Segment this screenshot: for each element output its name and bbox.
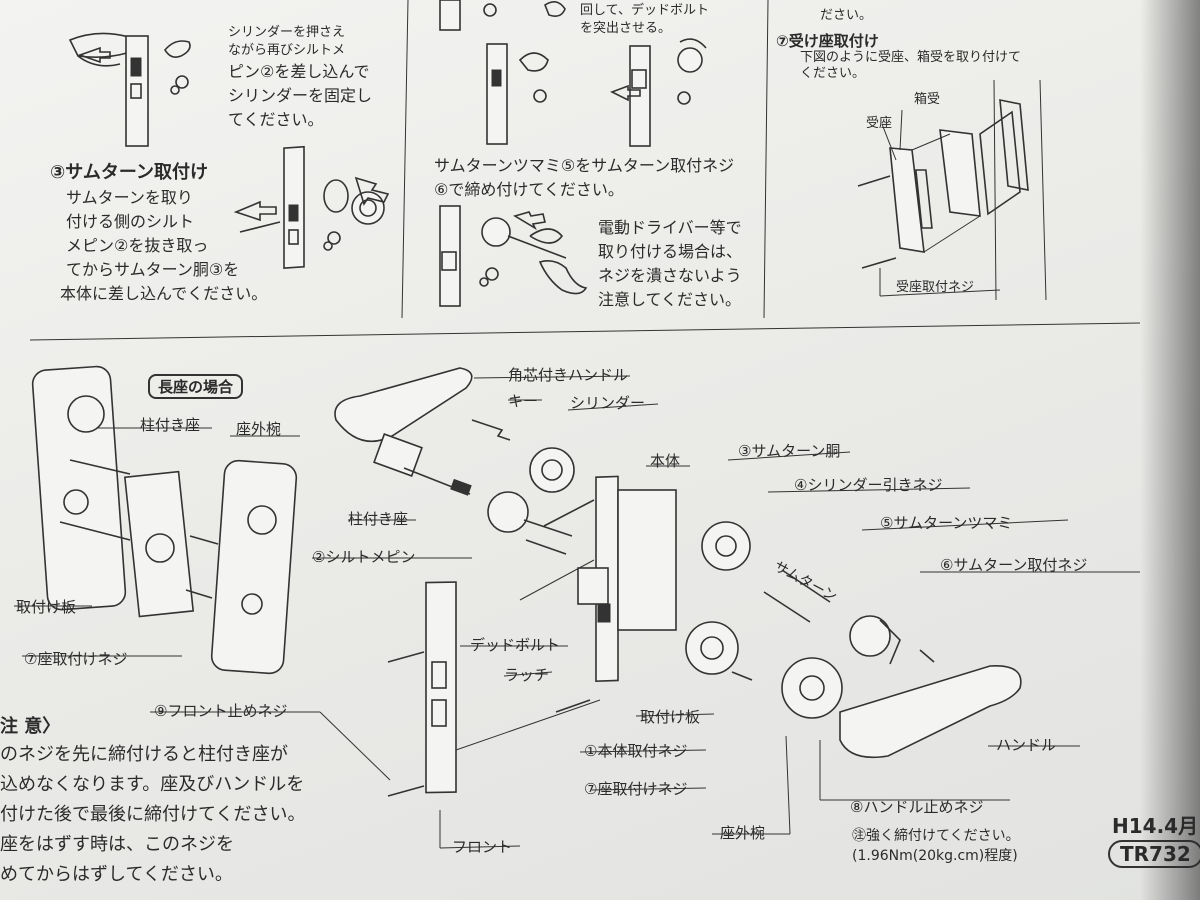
long-plate-illustration — [31, 365, 298, 675]
leader-lines — [14, 375, 1140, 849]
label-thumbturn-body: ③サムターン胴 — [738, 442, 841, 460]
text-line: サムターンを取り — [66, 188, 193, 207]
label-key: キー — [508, 392, 539, 410]
label-angled-handle: 角芯付きハンドル — [508, 366, 629, 384]
step7-instruction: 下図のように受座、箱受を取り付けて ください。 — [800, 50, 1021, 82]
deadbolt-illustration — [439, 0, 707, 147]
long-plate-title: 長座の場合 — [148, 374, 244, 399]
step3-instruction: サムターンを取り 付ける側のシルト メピン②を抜き取っ てからサムターン胴③を … — [60, 186, 267, 306]
label-pillar-seat: 柱付き座 — [348, 510, 409, 528]
label-deadbolt: デッドボルト — [470, 636, 561, 654]
text-line: ネジを潰さないよう — [598, 266, 742, 285]
label-silt-pin: ②シルトメピン — [312, 548, 416, 566]
text-line: を突出させる。 — [580, 21, 672, 36]
label-latch: ラッチ — [504, 666, 550, 684]
text-line: メピン②を抜き取っ — [66, 236, 209, 255]
label-ukeza: 受座 — [866, 116, 893, 131]
label-hakouke: 箱受 — [914, 92, 941, 107]
text-line: 注意してください。 — [598, 290, 742, 309]
label-cylinder: シリンダー — [570, 394, 646, 412]
text-line: 電動ドライバー等で — [598, 218, 742, 237]
driver-illustration — [439, 205, 588, 307]
thumbturn-illustration — [233, 145, 390, 269]
step7-title: ⑦受け座取付け — [776, 32, 879, 50]
text-line: シリンダーを固定し — [228, 86, 373, 105]
text-line: のネジを先に締付けると柱付き座が — [0, 744, 288, 765]
text-line: めてからはずしてください。 — [0, 864, 233, 885]
text-line: (1.96Nm(20kg.cm)程度) — [852, 848, 1018, 864]
text-line: シリンダーを押さえ — [228, 25, 346, 40]
text-line: 下図のように受座、箱受を取り付けて — [800, 50, 1022, 65]
label-front: フロント — [452, 838, 513, 856]
thumbturn-knob-instruction: サムターンツマミ⑤をサムターン取付ネジ ⑥で締め付けてください。 — [434, 154, 734, 202]
label-handle-screw: ⑧ハンドル止めネジ — [850, 798, 984, 816]
label-front-screw: ⑨フロント止めネジ — [154, 702, 288, 720]
deadbolt-instruction: 回して、デッドボルト を突出させる。 — [580, 2, 709, 38]
text-line: サムターンツマミ⑤をサムターン取付ネジ — [434, 156, 735, 175]
caution-notes: のネジを先に締付けると柱付き座が 込めなくなります。座及びハンドルを 付けた後で… — [0, 740, 305, 890]
panel-divider-2 — [763, 0, 769, 319]
text-line: ピン②を差し込んで — [228, 62, 370, 81]
label-outer-plate-left: 座外椀 — [236, 420, 282, 438]
text-line: 込めなくなります。座及びハンドルを — [0, 774, 305, 795]
label-thumbturn-screw: ⑥サムターン取付ネジ — [940, 556, 1088, 574]
right-top-text: ださい。 — [820, 8, 873, 23]
driver-caution: 電動ドライバー等で 取り付ける場合は、 ネジを潰さないよう 注意してください。 — [598, 216, 742, 312]
label-seat-screw-left: ⑦座取付けネジ — [24, 650, 128, 668]
text-line: ください。 — [800, 66, 866, 81]
label-cylinder-screw: ④シリンダー引きネジ — [794, 476, 943, 494]
text-line: ㊟強く締付けてください。 — [852, 828, 1020, 844]
caution-title: 注 意〉 — [0, 716, 61, 737]
cylinder-instruction: シリンダーを押さえ ながら再びシルトメ ピン②を差し込んで シリンダーを固定し … — [228, 24, 372, 132]
label-outer-plate: 座外椀 — [720, 824, 766, 842]
label-body: 本体 — [650, 452, 681, 470]
strike-illustration — [857, 79, 1047, 301]
label-seat-screw: ⑦座取付けネジ — [584, 780, 688, 798]
panel-divider-1 — [401, 0, 409, 319]
cylinder-insert-illustration — [68, 32, 191, 147]
label-mount-plate-left: 取付け板 — [16, 598, 77, 616]
label-ukeza-screw: 受座取付ネジ — [896, 280, 975, 295]
handle-screw-note: ㊟強く締付けてください。 (1.96Nm(20kg.cm)程度) — [852, 826, 1020, 866]
label-thumbturn-knob: ⑤サムターンツマミ — [880, 514, 1013, 532]
lock-assembly-illustration — [334, 367, 1022, 848]
text-line: 本体に差し込んでください。 — [60, 284, 268, 303]
text-line: 座をはずす時は、このネジを — [0, 834, 234, 855]
step3-title: ③サムターン取付け — [50, 162, 208, 183]
text-line: 取り付ける場合は、 — [598, 242, 743, 261]
text-line: ながら再びシルトメ — [228, 43, 346, 58]
label-mount-plate: 取付け板 — [640, 708, 701, 726]
section-divider — [29, 322, 1141, 341]
text-line: ⑥で締め付けてください。 — [434, 180, 624, 199]
label-pillar-seat-left: 柱付き座 — [140, 416, 201, 434]
label-body-screw: ①本体取付ネジ — [584, 742, 688, 760]
text-line: 付けた後で最後に締付けてください。 — [0, 804, 306, 825]
label-handle: ハンドル — [996, 736, 1057, 754]
text-line: 付ける側のシルト — [66, 212, 195, 231]
text-line: てからサムターン胴③を — [66, 260, 240, 279]
text-line: 回して、デッドボルト — [580, 3, 709, 18]
text-line: てください。 — [228, 110, 324, 129]
paper-shadow — [1140, 0, 1200, 900]
